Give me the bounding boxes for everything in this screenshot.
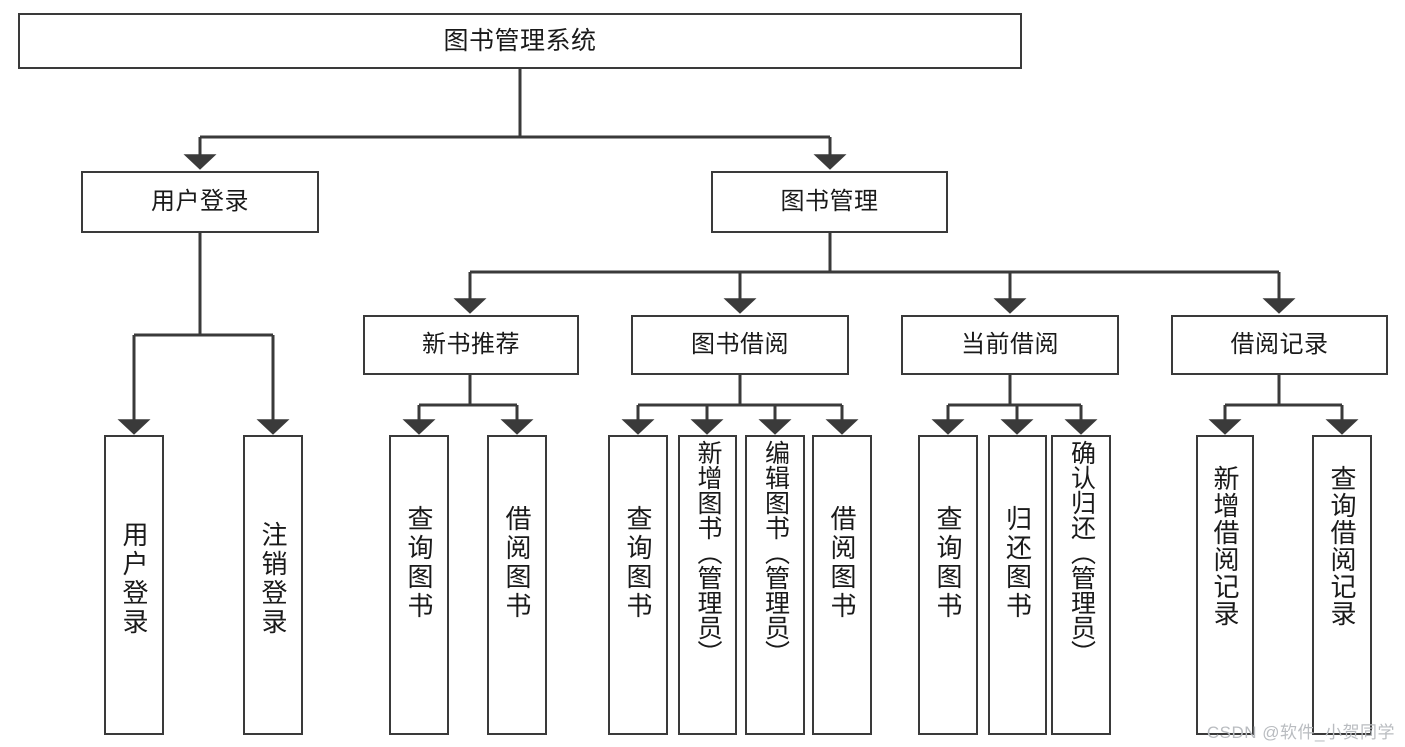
connector-records-to-leaves bbox=[1208, 375, 1359, 435]
node-book-management-system[interactable]: 图书管理系统 bbox=[18, 13, 1022, 69]
leaf-query-book-newbook[interactable]: 查询图书 bbox=[389, 435, 449, 735]
node-new-book-recommend[interactable]: 新书推荐 bbox=[363, 315, 579, 375]
leaf-label: 借阅图书 bbox=[827, 505, 857, 621]
connector-current-to-leaves bbox=[931, 375, 1098, 435]
leaf-borrow-book[interactable]: 借阅图书 bbox=[812, 435, 872, 735]
leaf-edit-book-admin[interactable]: 编辑图书（管理员） bbox=[745, 435, 805, 735]
connector-books-to-level3 bbox=[453, 233, 1296, 314]
node-label: 图书管理 bbox=[780, 188, 879, 216]
connector-newbook-to-leaves bbox=[402, 375, 534, 435]
leaf-label: 查询图书 bbox=[404, 505, 434, 621]
leaf-label: 用户登录 bbox=[119, 521, 149, 637]
node-user-login[interactable]: 用户登录 bbox=[81, 171, 319, 233]
leaf-label: 查询图书 bbox=[623, 505, 653, 621]
connector-root-to-level2 bbox=[183, 69, 847, 170]
leaf-label: 注销登录 bbox=[258, 521, 288, 637]
leaf-borrow-book-newbook[interactable]: 借阅图书 bbox=[487, 435, 547, 735]
node-label: 新书推荐 bbox=[422, 331, 520, 359]
leaf-label: 归还图书 bbox=[1002, 505, 1033, 621]
connector-login-to-leaves bbox=[117, 233, 290, 435]
leaf-query-book-current[interactable]: 查询图书 bbox=[918, 435, 978, 735]
leaf-query-book-borrow[interactable]: 查询图书 bbox=[608, 435, 668, 735]
node-label: 用户登录 bbox=[151, 188, 249, 216]
leaf-label: 查询图书 bbox=[933, 505, 963, 621]
leaf-confirm-return-admin[interactable]: 确认归还（管理员） bbox=[1051, 435, 1111, 735]
leaf-label: 借阅图书 bbox=[502, 505, 532, 621]
leaf-label: 查询借阅记录 bbox=[1327, 465, 1357, 627]
leaf-logout[interactable]: 注销登录 bbox=[243, 435, 303, 735]
leaf-add-borrow-record[interactable]: 新增借阅记录 bbox=[1196, 435, 1254, 735]
node-label: 图书管理系统 bbox=[443, 26, 597, 55]
node-book-management[interactable]: 图书管理 bbox=[711, 171, 948, 233]
leaf-return-book[interactable]: 归还图书 bbox=[988, 435, 1047, 735]
leaf-label: 新增借阅记录 bbox=[1210, 465, 1240, 627]
leaf-add-book-admin[interactable]: 新增图书（管理员） bbox=[678, 435, 737, 735]
leaf-user-login[interactable]: 用户登录 bbox=[104, 435, 164, 735]
csdn-watermark: CSDN @软件_小贺同学 bbox=[1206, 723, 1395, 742]
leaf-query-borrow-record[interactable]: 查询借阅记录 bbox=[1312, 435, 1372, 735]
node-label: 借阅记录 bbox=[1230, 331, 1329, 359]
leaf-label: 新增图书（管理员） bbox=[694, 440, 722, 665]
node-book-borrow[interactable]: 图书借阅 bbox=[631, 315, 849, 375]
node-label: 当前借阅 bbox=[961, 331, 1059, 359]
node-borrow-records[interactable]: 借阅记录 bbox=[1171, 315, 1388, 375]
leaf-label: 确认归还（管理员） bbox=[1067, 440, 1096, 665]
leaf-label: 编辑图书（管理员） bbox=[761, 440, 790, 665]
connector-borrow-to-leaves bbox=[621, 375, 859, 435]
node-current-borrow[interactable]: 当前借阅 bbox=[901, 315, 1119, 375]
node-label: 图书借阅 bbox=[691, 331, 789, 359]
